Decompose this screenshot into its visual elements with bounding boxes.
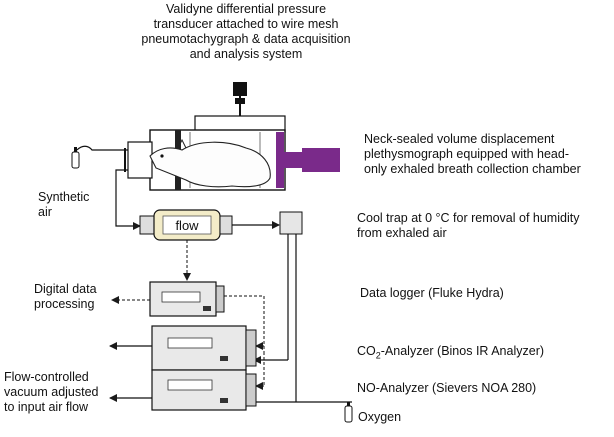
cool-trap xyxy=(253,211,303,398)
data-logger xyxy=(111,240,265,390)
rat-outline xyxy=(149,141,271,188)
plethysmograph-label: Neck-sealed volume displacement plethysm… xyxy=(364,132,581,176)
no-analyzer-label: NO-Analyzer (Sievers NOA 280) xyxy=(357,381,537,395)
co2-subscript: 2 xyxy=(375,350,381,361)
co2-analyzer xyxy=(109,325,257,371)
air-tubing xyxy=(115,169,141,230)
co2-rest: -Analyzer (Binos IR Analyzer) xyxy=(380,344,545,358)
cool-trap-label: Cool trap at 0 °C for removal of humidit… xyxy=(357,211,580,240)
synthetic-air-cylinder xyxy=(71,145,128,169)
co2-prefix: CO xyxy=(357,344,376,358)
transducer-label: Validyne differential pressure transduce… xyxy=(141,2,351,61)
digital-processing-label: Digital data processing xyxy=(34,282,97,311)
plethysmograph-chamber xyxy=(124,115,286,191)
oxygen-supply xyxy=(256,398,353,423)
oxygen-label: Oxygen xyxy=(358,410,402,424)
data-logger-label: Data logger (Fluke Hydra) xyxy=(360,286,504,300)
vacuum-label: Flow-controlled vacuum adjusted to input… xyxy=(4,370,99,414)
flow-label: flow xyxy=(175,218,199,233)
flow-meter: flow xyxy=(139,209,280,241)
synthetic-air-label: Synthetic air xyxy=(38,190,90,219)
co2-analyzer-label: CO2-Analyzer (Binos IR Analyzer) xyxy=(357,344,607,364)
purple-piston xyxy=(276,132,340,188)
no-analyzer xyxy=(109,369,257,411)
